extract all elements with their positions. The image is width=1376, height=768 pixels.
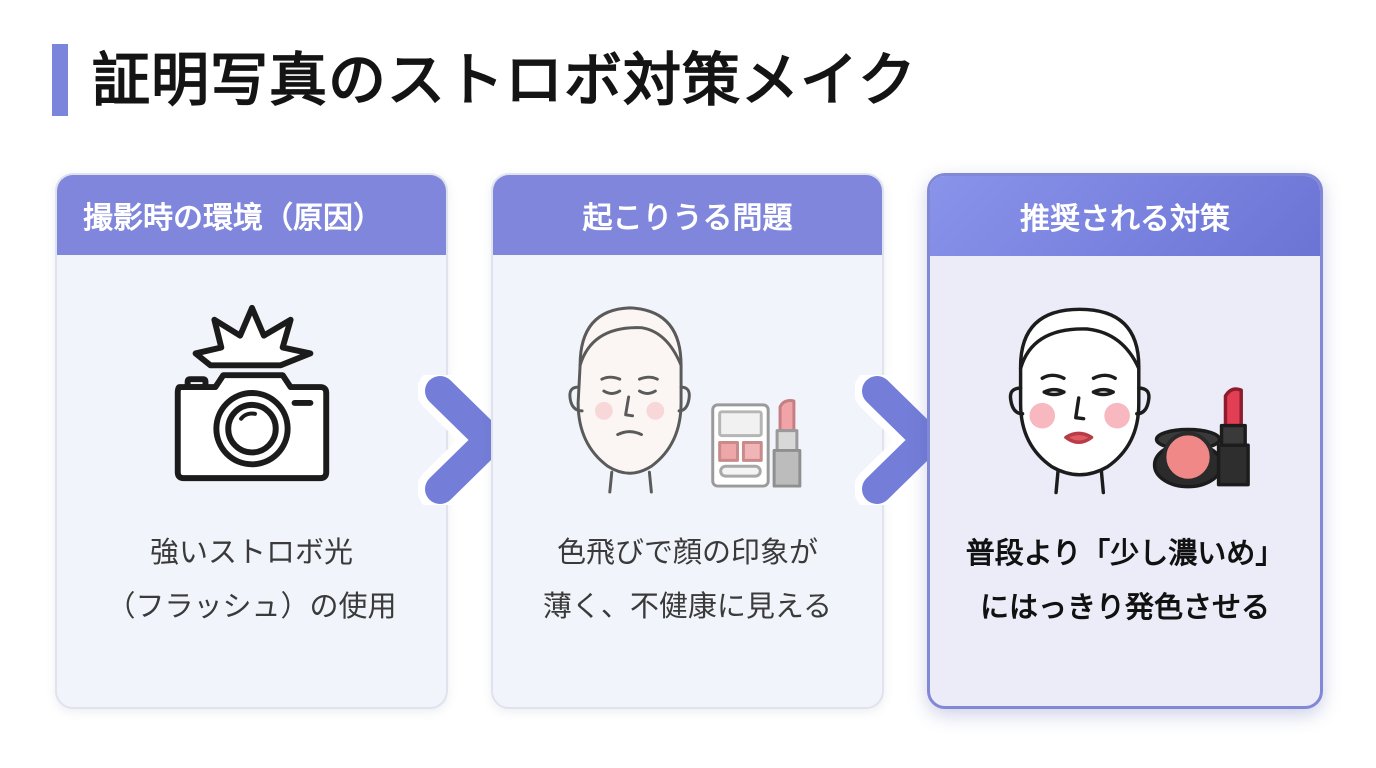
step-description: 普段より「少し濃いめ」 にはっきり発色させる <box>965 536 1285 624</box>
step-card-solution: 推奨される対策 普段より「少し濃いめ」 にはっきり発色させる <box>927 173 1323 709</box>
chevron-right-icon <box>418 375 513 505</box>
step-description: 色飛びで顔の印象が 薄く、不健康に見える <box>542 535 833 623</box>
step-card-cause: 撮影時の環境（原因） 強いストロボ光 （フラッシュ）の使用 <box>55 173 448 709</box>
made-up-face-icon <box>1008 307 1250 495</box>
step-description: 強いストロボ光 （フラッシュ）の使用 <box>106 535 397 623</box>
step-header: 起こりうる問題 <box>493 175 882 255</box>
step-header: 推奨される対策 <box>930 176 1320 256</box>
title-accent-bar <box>52 44 68 116</box>
page-title: 証明写真のストロボ対策メイク <box>92 46 917 114</box>
step-card-problem: 起こりうる問題 色飛びで顔の印象が 薄く、不健康に見える <box>491 173 884 709</box>
step-header: 撮影時の環境（原因） <box>57 175 446 255</box>
pale-face-icon <box>568 306 802 494</box>
camera-flash-icon <box>174 304 330 482</box>
